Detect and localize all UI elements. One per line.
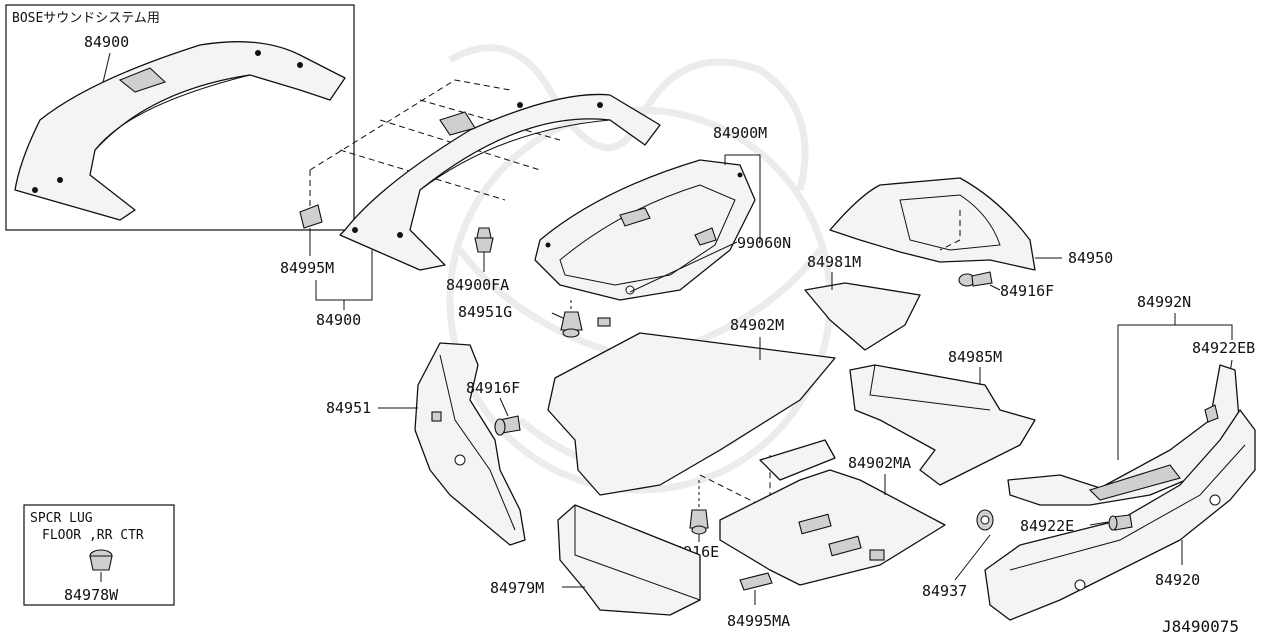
pad-84985M xyxy=(849,364,1036,486)
inset-bose-caption: BOSEサウンドシステム用 xyxy=(12,11,160,26)
label-84900: 84900 xyxy=(316,311,361,329)
label-99060N: 99060N xyxy=(737,234,791,252)
spacer-84979M xyxy=(557,504,701,616)
pad-84981M xyxy=(804,282,921,351)
clip-84916F-right xyxy=(958,271,1001,291)
floor-board-84902MA xyxy=(699,439,946,586)
trunk-floor-mat xyxy=(547,332,836,496)
side-finisher-84951 xyxy=(414,342,526,546)
parcel-shelf-bose xyxy=(14,41,346,221)
label-84992N: 84992N xyxy=(1137,293,1191,311)
clip-84995M xyxy=(299,204,323,252)
label-84902MA: 84902MA xyxy=(848,454,911,472)
label-84922E: 84922E xyxy=(1020,517,1074,535)
label-84978W: 84978W xyxy=(64,586,119,604)
label-84951: 84951 xyxy=(326,399,371,417)
label-84985M: 84985M xyxy=(948,348,1002,366)
clip-84951G xyxy=(560,300,583,338)
label-84920: 84920 xyxy=(1155,571,1200,589)
label-84950: 84950 xyxy=(1068,249,1113,267)
side-finisher-84950 xyxy=(829,177,1036,271)
label-84979M: 84979M xyxy=(490,579,544,597)
clip-84916F-left xyxy=(494,415,521,436)
label-84902M: 84902M xyxy=(730,316,784,334)
diagram-id: J8490075 xyxy=(1162,617,1239,636)
label-84981M: 84981M xyxy=(807,253,861,271)
clip-84937 xyxy=(976,509,994,531)
clip-84922E xyxy=(1108,514,1133,531)
label-84900FA: 84900FA xyxy=(446,276,509,294)
inset-spcr: SPCR LUG FLOOR ,RR CTR 84978W xyxy=(23,504,175,606)
trunk-lid-finisher xyxy=(534,159,756,301)
rear-finisher-84920 xyxy=(984,409,1256,621)
label-84916F-right: 84916F xyxy=(1000,282,1054,300)
label-84922EB: 84922EB xyxy=(1192,339,1255,357)
label-84900M: 84900M xyxy=(713,124,767,142)
inset-spcr-line2: FLOOR ,RR CTR xyxy=(42,528,144,543)
label-84995M: 84995M xyxy=(280,259,334,277)
clip-84900FA xyxy=(474,227,494,272)
label-84900-bose: 84900 xyxy=(84,33,129,51)
label-84951G: 84951G xyxy=(458,303,512,321)
inset-spcr-line1: SPCR LUG xyxy=(30,511,93,526)
label-84995MA: 84995MA xyxy=(727,612,790,630)
clip-84995MA xyxy=(739,572,773,605)
label-84937: 84937 xyxy=(922,582,967,600)
clip-84916E xyxy=(689,480,709,542)
inset-bose: BOSEサウンドシステム用 84900 xyxy=(5,4,355,231)
parcel-shelf xyxy=(309,79,661,271)
rear-plate-84992N xyxy=(1007,364,1241,506)
label-84916F-left: 84916F xyxy=(466,379,520,397)
